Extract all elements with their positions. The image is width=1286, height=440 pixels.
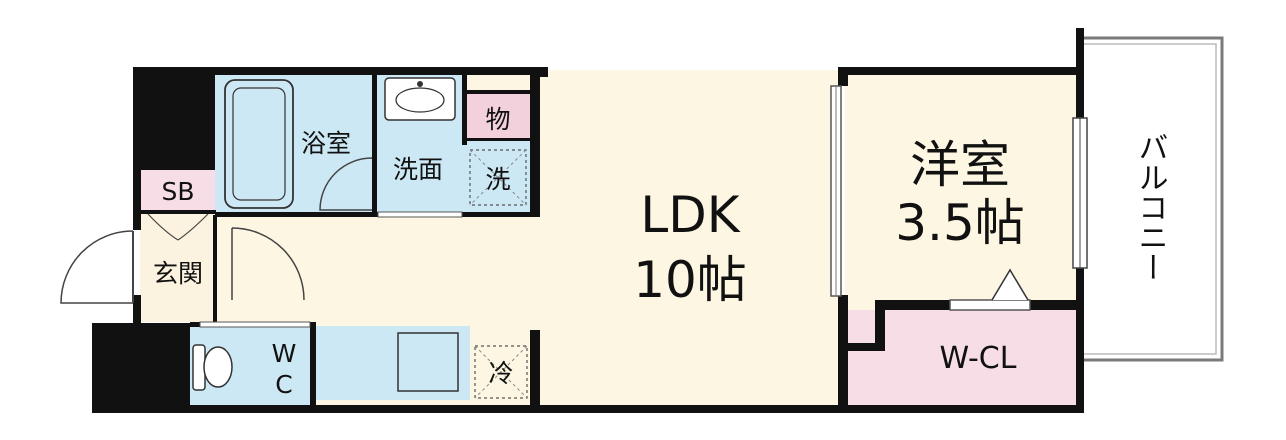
sb-entrance-divider <box>140 210 216 214</box>
walk-in-closet-label: W-CL <box>940 341 1017 376</box>
closet-notch-wall <box>875 300 885 350</box>
entrance-left-wall-bottom <box>133 295 141 325</box>
storage-floor <box>462 92 534 140</box>
ldk-west-wall-top <box>530 75 540 217</box>
ldk-size: 10帖 <box>633 251 747 309</box>
closet-entry-triangle <box>991 268 1029 301</box>
fridge-floor <box>470 340 532 402</box>
bathtub <box>224 79 294 209</box>
western-room-floor <box>845 75 1077 310</box>
hallway-floor <box>215 218 470 323</box>
bath-wash-partition <box>372 75 377 215</box>
entrance-left-wall-top <box>133 170 141 230</box>
ldk-east-wall-bottom <box>838 295 848 410</box>
walk-in-closet-floor <box>848 310 1076 405</box>
storage-ledge <box>462 90 534 94</box>
bathtub-inner <box>232 87 286 201</box>
toilet-tank <box>192 344 206 391</box>
shoebox-door-swing <box>147 213 209 241</box>
washbasin-bowl <box>395 87 445 113</box>
top-wall-ldk-left <box>540 67 548 77</box>
entrance-floor <box>140 212 216 322</box>
wc-kitchen-partition <box>310 322 316 410</box>
hall-door-swing <box>231 227 305 301</box>
entrance-label: 玄関 <box>153 259 203 288</box>
laundry-label: 洗 <box>485 165 510 194</box>
washbasin <box>384 77 456 121</box>
bottom-wall <box>92 405 1084 413</box>
ldk-west-wall-bottom <box>530 330 540 408</box>
bottom-left-wall-block <box>92 323 190 413</box>
bath-floor <box>215 70 375 215</box>
balcony-railing-inner <box>1084 43 1217 355</box>
storage-label: 物 <box>485 105 510 134</box>
bath-door-swing <box>319 157 373 211</box>
balcony-label: バルコニー <box>1133 132 1168 282</box>
right-wall-top <box>1076 28 1084 118</box>
bath-bottom-wall <box>215 212 375 217</box>
fridge-label: 冷 <box>488 359 513 388</box>
closet-notch-bottom <box>845 343 885 351</box>
fridge-cross <box>474 345 528 399</box>
kitchen-sink <box>397 332 459 392</box>
hall-west-partition <box>213 215 217 322</box>
wc-label-top: W <box>272 339 297 368</box>
toilet-bowl <box>203 346 233 388</box>
closet-sliding-door <box>949 299 1031 311</box>
western-room-name: 洋室 <box>910 136 1010 194</box>
entrance-door-swing <box>60 230 134 304</box>
faucet-icon <box>417 81 423 87</box>
western-room-size: 3.5帖 <box>895 194 1025 252</box>
wc-sliding-door <box>199 321 311 328</box>
shoebox-label: SB <box>161 177 194 206</box>
kitchen-counter <box>315 326 470 400</box>
wash-storage-partition <box>462 75 467 145</box>
shoebox-floor <box>140 170 215 212</box>
laundry-cross <box>469 149 527 206</box>
top-wall-right <box>838 67 1082 75</box>
laundry-pan <box>469 149 527 206</box>
washroom-label: 洗面 <box>393 155 443 184</box>
wash-sliding-door <box>377 211 463 218</box>
top-wall-left <box>133 67 543 75</box>
ldk-east-wall-top <box>838 70 848 86</box>
ldk-name: LDK <box>640 186 740 244</box>
left-wall-block <box>133 67 215 170</box>
laundry-storage-divider <box>462 138 534 141</box>
right-wall-bottom <box>1076 268 1084 410</box>
wc-label-bottom: C <box>275 370 292 399</box>
fridge-pan <box>474 345 528 399</box>
balcony-railing <box>1084 36 1224 362</box>
bath-label: 浴室 <box>301 129 351 158</box>
